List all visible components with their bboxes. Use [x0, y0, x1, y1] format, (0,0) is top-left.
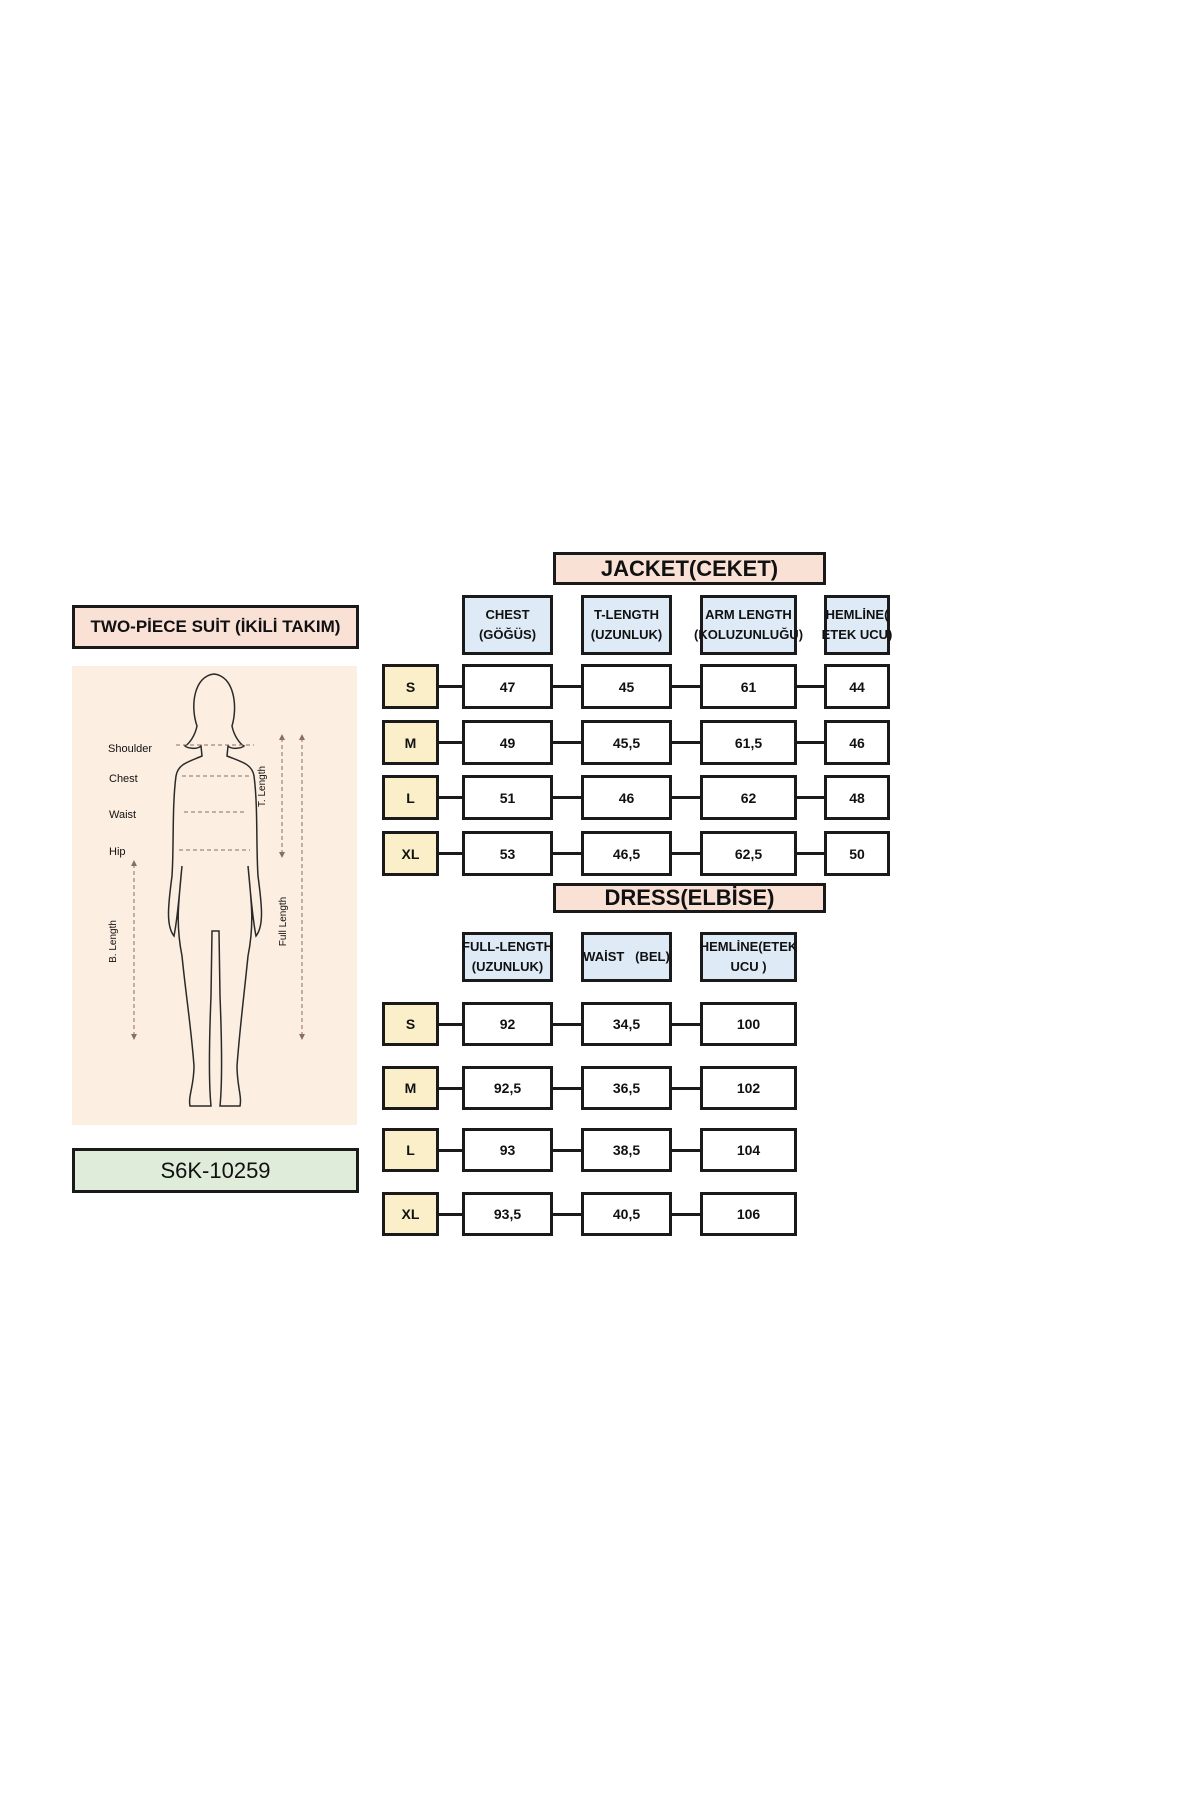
jacket-size-cell: XL: [382, 831, 439, 876]
dress-value-cell: 102: [700, 1066, 797, 1110]
jacket-size-cell: M: [382, 720, 439, 765]
dress-column-header: HEMLİNE(ETEK UCU ): [700, 932, 797, 982]
connector-line: [672, 1148, 700, 1152]
dress-value-cell: 106: [700, 1192, 797, 1236]
connector-line: [439, 1212, 462, 1216]
connector-line: [439, 852, 462, 855]
connector-line: [439, 1148, 462, 1152]
label-b-length: B. Length: [107, 920, 119, 963]
jacket-value-cell: 46,5: [581, 831, 672, 876]
label-full-length: Full Length: [278, 896, 290, 947]
jacket-value-cell: 45,5: [581, 720, 672, 765]
jacket-value-cell: 61: [700, 664, 797, 709]
connector-line: [672, 796, 700, 799]
jacket-value-cell: 45: [581, 664, 672, 709]
connector-line: [553, 1086, 581, 1090]
connector-line: [439, 796, 462, 799]
jacket-value-cell: 50: [824, 831, 890, 876]
jacket-value-cell: 51: [462, 775, 553, 820]
label-waist: Waist: [109, 809, 137, 821]
dress-value-cell: 34,5: [581, 1002, 672, 1046]
connector-line: [439, 741, 462, 744]
dress-value-cell: 40,5: [581, 1192, 672, 1236]
header-line: CHEST: [485, 607, 530, 622]
header-line: ETEK UCU): [821, 627, 893, 642]
jacket-value-cell: 53: [462, 831, 553, 876]
jacket-value-cell: 62: [700, 775, 797, 820]
header-line: UCU ): [730, 959, 767, 974]
connector-line: [439, 1022, 462, 1026]
header-line: (KOLUZUNLUĞU): [693, 627, 804, 642]
jacket-size-cell: S: [382, 664, 439, 709]
connector-line: [672, 685, 700, 688]
connector-line: [439, 1086, 462, 1090]
jacket-value-cell: 46: [824, 720, 890, 765]
label-chest: Chest: [109, 773, 138, 785]
connector-line: [672, 1212, 700, 1216]
dress-size-cell: L: [382, 1128, 439, 1172]
dress-section-title: DRESS(ELBİSE): [553, 883, 826, 913]
connector-line: [553, 1212, 581, 1216]
dress-value-cell: 100: [700, 1002, 797, 1046]
jacket-column-header: HEMLİNE( ETEK UCU): [821, 595, 893, 655]
header-line: HEMLİNE(: [825, 607, 889, 622]
header-line: (UZUNLUK): [590, 627, 663, 642]
jacket-column-header: CHEST (GÖĞÜS): [462, 595, 553, 655]
dress-size-cell: S: [382, 1002, 439, 1046]
header-line: (GÖĞÜS): [478, 627, 537, 642]
connector-line: [553, 852, 581, 855]
label-t-length: T. Length: [257, 765, 269, 808]
connector-line: [797, 852, 824, 855]
header-line: ARM LENGTH: [705, 607, 792, 622]
jacket-value-cell: 46: [581, 775, 672, 820]
jacket-value-cell: 47: [462, 664, 553, 709]
dress-value-cell: 93: [462, 1128, 553, 1172]
jacket-column-header: T-LENGTH (UZUNLUK): [581, 595, 672, 655]
connector-line: [439, 685, 462, 688]
connector-line: [672, 1022, 700, 1026]
dress-value-cell: 36,5: [581, 1066, 672, 1110]
label-hip: Hip: [109, 846, 126, 858]
dress-size-cell: M: [382, 1066, 439, 1110]
body-measurement-figure: Shoulder Chest Waist Hip T. Length B. Le…: [72, 666, 357, 1125]
dress-value-cell: 104: [700, 1128, 797, 1172]
connector-line: [797, 741, 824, 744]
jacket-value-cell: 62,5: [700, 831, 797, 876]
header-line: T-LENGTH: [594, 607, 659, 622]
connector-line: [797, 796, 824, 799]
connector-line: [672, 1086, 700, 1090]
header-line: WAİST (BEL): [583, 949, 670, 964]
connector-line: [672, 741, 700, 744]
jacket-size-cell: L: [382, 775, 439, 820]
connector-line: [553, 741, 581, 744]
dress-value-cell: 38,5: [581, 1128, 672, 1172]
jacket-value-cell: 61,5: [700, 720, 797, 765]
jacket-value-cell: 44: [824, 664, 890, 709]
product-title: TWO-PİECE SUİT (İKİLİ TAKIM): [72, 605, 359, 649]
connector-line: [797, 685, 824, 688]
header-line: FULL-LENGTH: [462, 939, 553, 954]
connector-line: [553, 1148, 581, 1152]
jacket-value-cell: 48: [824, 775, 890, 820]
label-shoulder: Shoulder: [108, 743, 153, 755]
dress-column-header: FULL-LENGTH (UZUNLUK): [462, 932, 553, 982]
connector-line: [672, 852, 700, 855]
dress-value-cell: 92,5: [462, 1066, 553, 1110]
connector-line: [553, 796, 581, 799]
jacket-value-cell: 49: [462, 720, 553, 765]
product-code: S6K-10259: [72, 1148, 359, 1193]
dress-value-cell: 92: [462, 1002, 553, 1046]
connector-line: [553, 685, 581, 688]
body-silhouette-icon: [131, 673, 305, 1107]
header-line: (UZUNLUK): [471, 959, 544, 974]
header-line: HEMLİNE(ETEK: [699, 939, 798, 954]
jacket-section-title: JACKET(CEKET): [553, 552, 826, 585]
jacket-column-header: ARM LENGTH (KOLUZUNLUĞU): [694, 595, 803, 655]
dress-size-cell: XL: [382, 1192, 439, 1236]
dress-column-header: WAİST (BEL): [581, 932, 672, 982]
connector-line: [553, 1022, 581, 1026]
dress-value-cell: 93,5: [462, 1192, 553, 1236]
